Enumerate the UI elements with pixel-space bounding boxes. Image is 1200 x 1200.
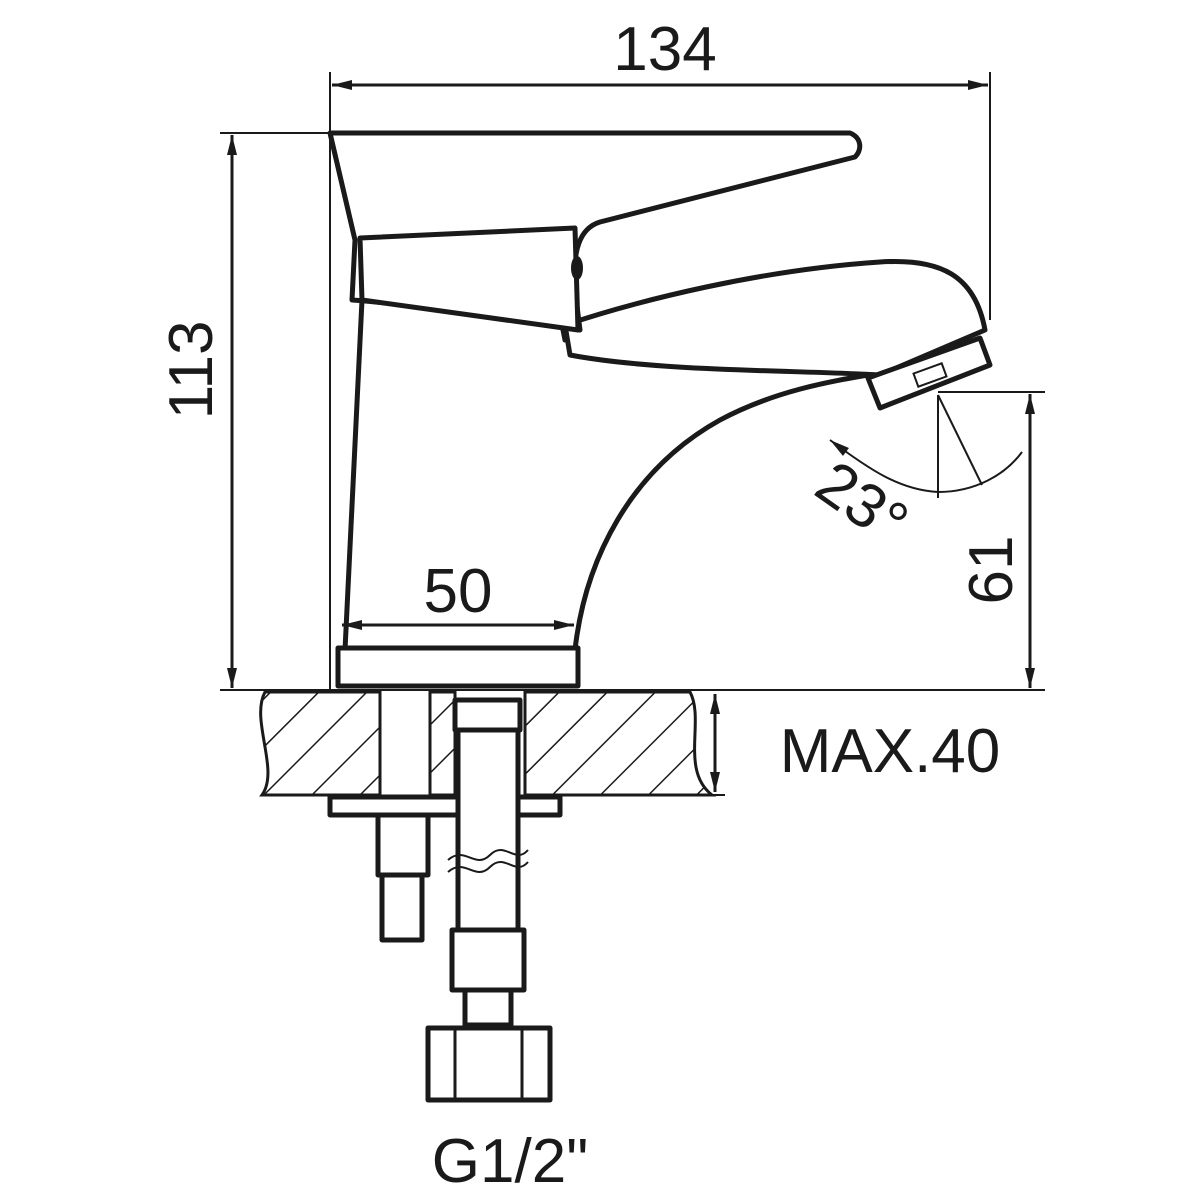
mounting-hardware: G1/2" [327, 727, 588, 1196]
aerator [865, 335, 993, 411]
handle-screw-icon [571, 256, 583, 280]
faucet [327, 130, 993, 689]
hose-connector-nut [425, 1025, 553, 1103]
label-134: 134 [613, 15, 716, 84]
dimension-overall-width: 134 [332, 15, 988, 90]
faucet-base [335, 645, 581, 689]
label-50: 50 [424, 557, 493, 626]
dimension-spout-height: 61 [957, 394, 1035, 688]
label-23-degrees: 23° [804, 448, 920, 558]
mounting-nut [375, 812, 431, 878]
spout [562, 258, 988, 378]
hose-ferrule [449, 927, 527, 993]
mounting-stud [379, 872, 425, 943]
dimension-base-width: 50 [342, 557, 574, 630]
label-g1-2: G1/2" [432, 1127, 588, 1196]
supply-hose [455, 727, 521, 933]
label-113: 113 [157, 321, 226, 420]
dimension-overall-height: 113 [157, 135, 237, 688]
label-61: 61 [957, 536, 1026, 605]
label-max-40: MAX.40 [780, 717, 1001, 786]
extension-lines [220, 72, 1045, 691]
cartridge-body [357, 225, 581, 333]
countertop-section [259, 690, 717, 797]
dimension-max-thickness: MAX.40 [690, 694, 1001, 796]
mounting-washer [327, 794, 563, 818]
dimension-spout-angle: 23° [804, 394, 1023, 558]
